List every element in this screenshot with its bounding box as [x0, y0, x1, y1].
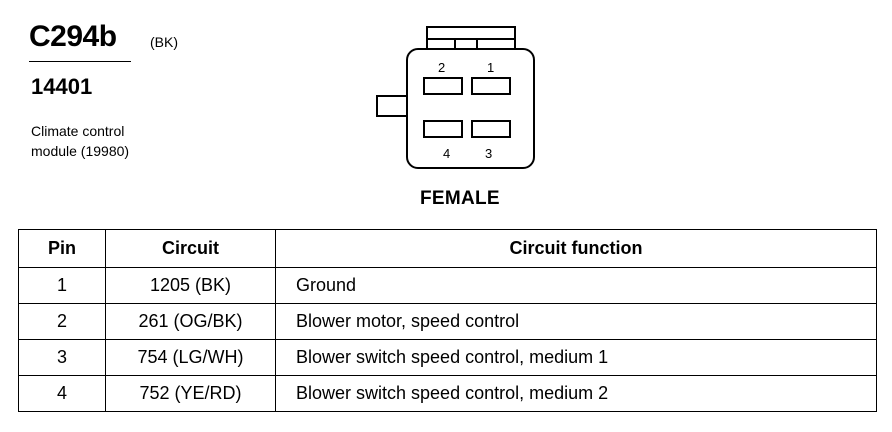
pin-cavity-2 — [423, 77, 463, 95]
part-number: 14401 — [31, 74, 93, 99]
circuit-cell: 1205 (BK) — [105, 267, 276, 304]
color-code: (BK) — [150, 34, 178, 50]
connector-body — [406, 48, 535, 169]
pinout-table: Pin Circuit Circuit function 1 1205 (BK)… — [18, 229, 877, 412]
description-line-2: module (19980) — [31, 143, 130, 159]
table-row: 2 261 (OG/BK) Blower motor, speed contro… — [18, 303, 877, 340]
pin-cavity-4 — [423, 120, 463, 138]
table-row: 1 1205 (BK) Ground — [18, 267, 877, 304]
column-header-function: Circuit function — [275, 229, 877, 268]
pin-cell: 4 — [18, 375, 106, 412]
column-header-pin: Pin — [18, 229, 106, 268]
pin-number-label: 2 — [438, 60, 445, 75]
connector-id: C294b — [29, 20, 117, 53]
pin-cavity-3 — [471, 120, 511, 138]
description-line-1: Climate control — [31, 123, 125, 139]
title-underline — [29, 61, 131, 62]
pin-cavity-1 — [471, 77, 511, 95]
component-description: Climate control module (19980) — [31, 121, 191, 161]
pin-cell: 2 — [18, 303, 106, 340]
connector-face-diagram: 2 1 4 3 — [376, 26, 535, 169]
circuit-cell: 754 (LG/WH) — [105, 339, 276, 376]
connector-side-key — [376, 95, 408, 117]
circuit-cell: 752 (YE/RD) — [105, 375, 276, 412]
pin-number-label: 1 — [487, 60, 494, 75]
function-cell: Ground — [275, 267, 877, 304]
table-row: 3 754 (LG/WH) Blower switch speed contro… — [18, 339, 877, 376]
connector-gender-label: FEMALE — [420, 188, 500, 209]
column-header-circuit: Circuit — [105, 229, 276, 268]
pin-cell: 1 — [18, 267, 106, 304]
circuit-cell: 261 (OG/BK) — [105, 303, 276, 340]
function-cell: Blower motor, speed control — [275, 303, 877, 340]
pin-number-label: 4 — [443, 146, 450, 161]
pin-cell: 3 — [18, 339, 106, 376]
table-row: 4 752 (YE/RD) Blower switch speed contro… — [18, 375, 877, 412]
table-header-row: Pin Circuit Circuit function — [18, 229, 877, 268]
pin-number-label: 3 — [485, 146, 492, 161]
function-cell: Blower switch speed control, medium 2 — [275, 375, 877, 412]
function-cell: Blower switch speed control, medium 1 — [275, 339, 877, 376]
